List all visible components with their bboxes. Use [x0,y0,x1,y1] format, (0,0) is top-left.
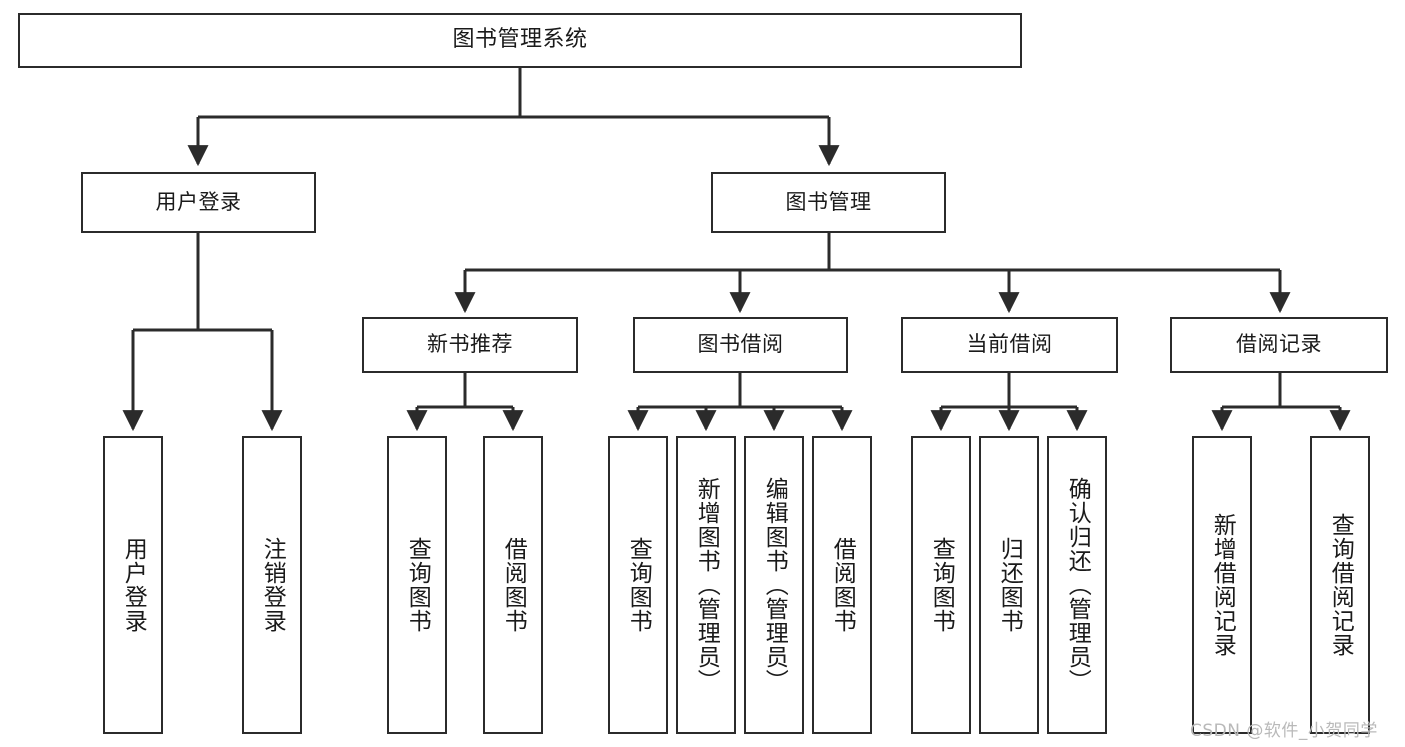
node-user-login[interactable]: 用户登录 [81,172,316,233]
node-user-login-label: 用户登录 [155,189,242,214]
leaf-confirm-return-admin-label: 确认归还（管理员） [1064,477,1091,693]
leaf-user-login-label: 用户登录 [120,537,147,633]
leaf-logout-label: 注销登录 [259,537,286,633]
leaf-query-borrow-record[interactable]: 查询借阅记录 [1310,436,1370,734]
leaf-borrow-book-bb-label: 借阅图书 [829,537,856,633]
node-new-book-recommend-label: 新书推荐 [427,332,513,357]
leaf-add-borrow-record-label: 新增借阅记录 [1209,513,1236,657]
leaf-return-book[interactable]: 归还图书 [979,436,1039,734]
node-borrow-records[interactable]: 借阅记录 [1170,317,1388,373]
leaf-confirm-return-admin[interactable]: 确认归还（管理员） [1047,436,1107,734]
leaf-borrow-book-bb[interactable]: 借阅图书 [812,436,872,734]
leaf-add-book-admin-label: 新增图书（管理员） [693,477,720,693]
leaf-logout[interactable]: 注销登录 [242,436,302,734]
node-current-borrow[interactable]: 当前借阅 [901,317,1118,373]
leaf-query-book-bb-label: 查询图书 [625,537,652,633]
leaf-query-book-nb[interactable]: 查询图书 [387,436,447,734]
node-book-management[interactable]: 图书管理 [711,172,946,233]
leaf-edit-book-admin-label: 编辑图书（管理员） [761,477,788,693]
node-book-management-label: 图书管理 [785,189,872,214]
node-book-borrow[interactable]: 图书借阅 [633,317,848,373]
leaf-edit-book-admin[interactable]: 编辑图书（管理员） [744,436,804,734]
node-current-borrow-label: 当前借阅 [966,332,1053,357]
node-book-borrow-label: 图书借阅 [697,332,784,357]
node-new-book-recommend[interactable]: 新书推荐 [362,317,578,373]
leaf-add-book-admin[interactable]: 新增图书（管理员） [676,436,736,734]
leaf-borrow-book-nb-label: 借阅图书 [500,537,527,633]
leaf-user-login[interactable]: 用户登录 [103,436,163,734]
csdn-watermark: CSDN @软件_小贺同学 [1190,721,1378,741]
leaf-query-book-cb-label: 查询图书 [928,537,955,633]
node-borrow-records-label: 借阅记录 [1236,332,1322,357]
leaf-query-book-nb-label: 查询图书 [404,537,431,633]
leaf-borrow-book-nb[interactable]: 借阅图书 [483,436,543,734]
leaf-add-borrow-record[interactable]: 新增借阅记录 [1192,436,1252,734]
leaf-query-book-bb[interactable]: 查询图书 [608,436,668,734]
leaf-query-book-cb[interactable]: 查询图书 [911,436,971,734]
node-root[interactable]: 图书管理系统 [18,13,1022,68]
node-root-label: 图书管理系统 [452,27,588,53]
leaf-return-book-label: 归还图书 [996,537,1023,633]
leaf-query-borrow-record-label: 查询借阅记录 [1327,513,1354,657]
